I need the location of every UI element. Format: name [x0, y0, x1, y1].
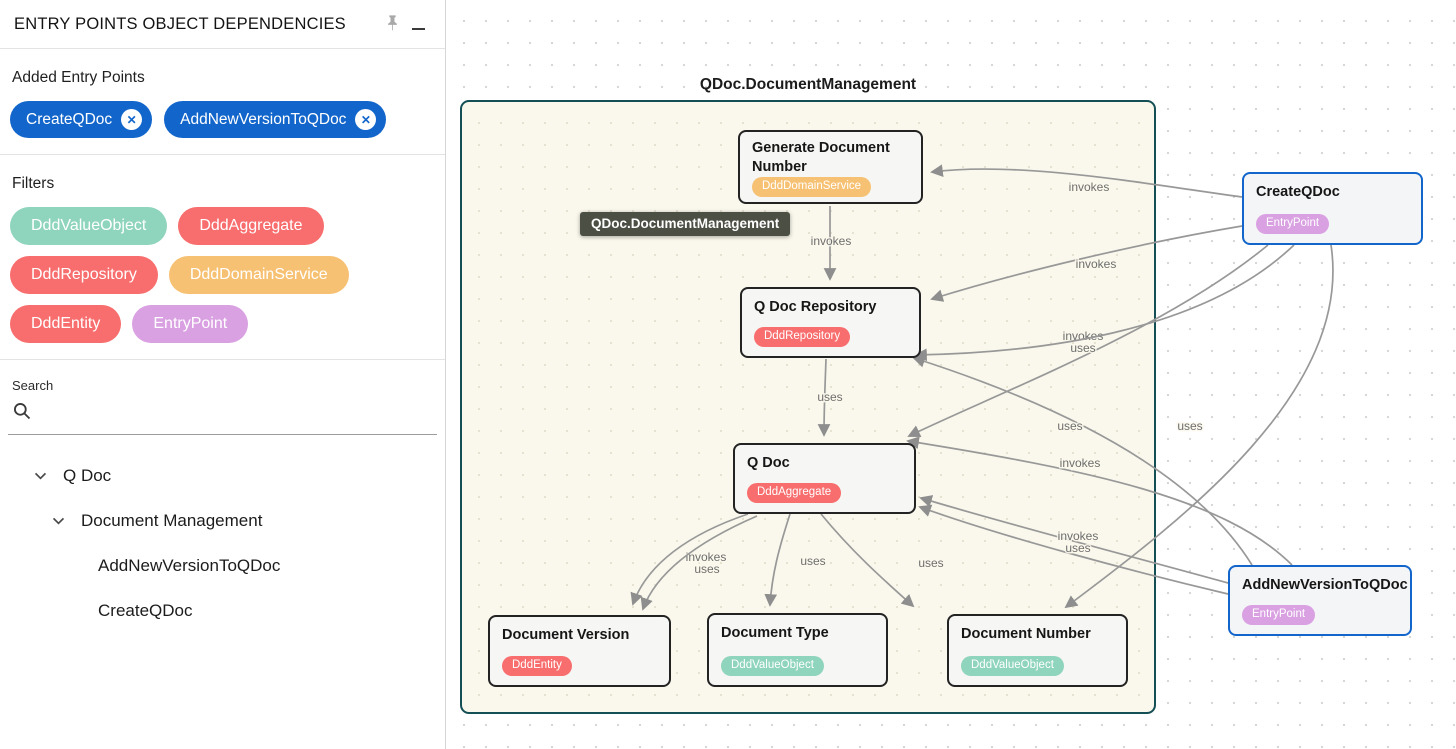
stereotype-badge: EntryPoint — [1242, 605, 1316, 625]
chevron-down-icon[interactable] — [50, 512, 67, 529]
node-document-version[interactable]: Document Version DddEntity — [488, 615, 671, 687]
node-title: CreateQDoc — [1256, 184, 1340, 200]
minimize-icon — [411, 28, 425, 30]
filter-dddvalueobject[interactable]: DddValueObject — [10, 207, 168, 245]
tree-item-document-management[interactable]: Document Management — [8, 498, 437, 543]
pin-icon — [383, 13, 402, 35]
filter-ddddomainservice[interactable]: DddDomainService — [168, 256, 349, 294]
tree-item-createqdoc[interactable]: CreateQDoc — [8, 588, 437, 633]
chevron-down-icon[interactable] — [32, 467, 49, 484]
node-document-number[interactable]: Document Number DddValueObject — [947, 614, 1128, 687]
pin-button[interactable] — [379, 11, 405, 37]
filter-dddentity[interactable]: DddEntity — [10, 305, 122, 343]
tree-item-label: Q Doc — [63, 465, 112, 485]
remove-chip-icon[interactable]: ✕ — [121, 109, 143, 130]
node-title: Document Version — [502, 627, 630, 643]
sidebar-panel: ENTRY POINTS OBJECT DEPENDENCIES Added E… — [0, 0, 446, 749]
filter-entrypoint[interactable]: EntryPoint — [132, 305, 249, 343]
stereotype-badge: EntryPoint — [1256, 214, 1330, 234]
search-input[interactable] — [40, 405, 433, 422]
node-qdoc[interactable]: Q Doc DddAggregate — [733, 443, 916, 514]
node-qdoc-repository[interactable]: Q Doc Repository DddRepository — [740, 287, 921, 358]
stereotype-badge: DddValueObject — [721, 656, 824, 676]
remove-chip-icon[interactable]: ✕ — [355, 109, 377, 130]
node-addnewversiontoqdoc-entrypoint[interactable]: AddNewVersionToQDoc EntryPoint — [1228, 565, 1412, 636]
node-title: Generate Document Number — [752, 140, 890, 175]
group-tooltip: QDoc.DocumentManagement — [580, 212, 791, 236]
added-entry-points-heading: Added Entry Points — [12, 69, 145, 86]
object-tree: Q Doc Document Management AddNewVersionT… — [0, 439, 445, 647]
chip-label: AddNewVersionToQDoc — [180, 110, 347, 128]
node-title: AddNewVersionToQDoc — [1242, 577, 1408, 593]
filter-dddaggregate[interactable]: DddAggregate — [178, 207, 324, 245]
node-title: Document Type — [721, 625, 829, 641]
search-section: Search — [0, 360, 445, 435]
stereotype-badge: DddValueObject — [961, 656, 1064, 676]
entry-point-chip-addnewversiontoqdoc[interactable]: AddNewVersionToQDoc ✕ — [164, 101, 387, 138]
minimize-button[interactable] — [405, 11, 431, 37]
filters-section: Filters DddValueObject DddAggregate DddR… — [0, 155, 445, 360]
node-generate-document-number[interactable]: Generate Document Number DddDomainServic… — [738, 130, 923, 204]
node-title: Document Number — [961, 626, 1091, 642]
chip-label: CreateQDoc — [26, 110, 113, 128]
stereotype-badge: DddEntity — [502, 656, 572, 676]
tree-item-qdoc[interactable]: Q Doc — [8, 453, 437, 498]
added-entry-points-section: Added Entry Points CreateQDoc ✕ AddNewVe… — [0, 49, 445, 155]
tree-item-label: Document Management — [81, 510, 263, 530]
panel-header: ENTRY POINTS OBJECT DEPENDENCIES — [0, 0, 445, 49]
stereotype-badge: DddRepository — [754, 327, 851, 347]
stereotype-badge: DddDomainService — [752, 177, 872, 197]
diagram-group-title: QDoc.DocumentManagement — [699, 76, 917, 93]
entry-point-chip-createqdoc[interactable]: CreateQDoc ✕ — [10, 101, 153, 138]
node-title: Q Doc — [747, 455, 790, 471]
tree-item-label: CreateQDoc — [98, 600, 193, 620]
filters-heading: Filters — [12, 175, 55, 192]
node-document-type[interactable]: Document Type DddValueObject — [707, 613, 888, 687]
tree-item-addnewversiontoqdoc[interactable]: AddNewVersionToQDoc — [8, 543, 437, 588]
search-label: Search — [12, 378, 54, 393]
filter-pills: DddValueObject DddAggregate DddRepositor… — [10, 207, 435, 343]
filter-dddrepository[interactable]: DddRepository — [10, 256, 158, 294]
stereotype-badge: DddAggregate — [747, 483, 842, 503]
entry-point-chips: CreateQDoc ✕ AddNewVersionToQDoc ✕ — [10, 101, 435, 138]
node-createqdoc-entrypoint[interactable]: CreateQDoc EntryPoint — [1242, 172, 1423, 245]
tree-item-label: AddNewVersionToQDoc — [98, 555, 281, 575]
node-title: Q Doc Repository — [754, 299, 877, 315]
search-box — [8, 399, 437, 435]
panel-title: ENTRY POINTS OBJECT DEPENDENCIES — [14, 14, 346, 33]
search-icon — [12, 401, 32, 426]
